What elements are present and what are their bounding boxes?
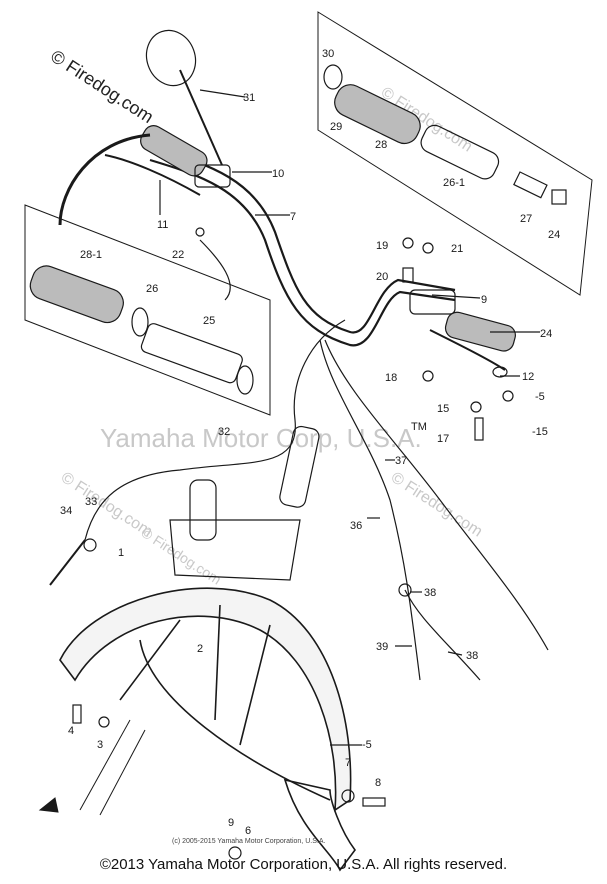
callout-26: 25 — [203, 315, 215, 327]
bolt-4 — [72, 704, 82, 724]
callout-24b: 24 — [540, 328, 552, 340]
clutch-cable-top — [58, 133, 151, 226]
callout-minus-5: -5 — [362, 739, 372, 751]
clamp-39 — [398, 583, 412, 597]
callout-29: 29 — [330, 121, 342, 133]
watermark-repeat-2: © Firedog.com — [58, 469, 155, 541]
bolt-17 — [474, 417, 484, 441]
callout-20: 18 — [385, 372, 397, 384]
callout-19: 20 — [376, 271, 388, 283]
copyright-text: ©2013 Yamaha Motor Corporation, U.S.A. A… — [99, 856, 508, 873]
small-copyright: (c) 2005-2015 Yamaha Motor Corporation, … — [172, 838, 325, 845]
callout-7: 7 — [345, 757, 351, 769]
watermark-repeat-3: © Firedog.com — [388, 469, 485, 541]
bolt-8 — [362, 797, 386, 807]
part-20 — [422, 370, 434, 382]
mirror-stem — [179, 69, 223, 166]
callout-labels: 31 10 7 11 22 28-1 26 25 30 29 28 26-1 2… — [60, 48, 560, 837]
callout-tm: TM — [411, 421, 427, 433]
front-fork — [79, 425, 320, 816]
callout-31: 31 — [243, 92, 255, 104]
callout-8: 8 — [375, 777, 381, 789]
callout-2: 2 — [197, 643, 203, 655]
nut-9 — [228, 846, 242, 860]
callout-6: 6 — [245, 825, 251, 837]
handlebar — [149, 158, 456, 347]
callout-1: 1 — [118, 547, 124, 559]
part-19 — [402, 267, 414, 283]
front-direction-marker — [38, 797, 59, 813]
cable-38 — [404, 589, 481, 681]
cable-36 — [324, 339, 549, 651]
left-grip — [29, 265, 254, 395]
callout-28: 28 — [375, 139, 387, 151]
front-fender — [59, 587, 356, 872]
adjuster-33 — [83, 538, 97, 552]
callout-27: 26 — [146, 283, 158, 295]
callout-32: 32 — [218, 426, 230, 438]
callout-24: 24 — [548, 229, 560, 241]
callout-38: 38 — [466, 650, 478, 662]
center-watermark: Yamaha Motor Corp, U.S.A. — [100, 423, 422, 453]
callout-minus-15: -15 — [532, 426, 548, 438]
callout-13: 10 — [272, 168, 284, 180]
callout-25: 27 — [520, 213, 532, 225]
callout-36: 37 — [395, 455, 407, 467]
callout-minus-5-right: -5 — [535, 391, 545, 403]
washer-6 — [341, 789, 355, 803]
cable-32 — [84, 319, 346, 541]
callout-3: 3 — [97, 739, 103, 751]
watermark-repeat-4: © Firedog.com — [138, 524, 224, 588]
callout-26-1: 26-1 — [443, 177, 465, 189]
callout-21: 21 — [451, 243, 463, 255]
callout-17: 17 — [437, 433, 449, 445]
callout-4: 4 — [68, 725, 74, 737]
right-lever — [409, 289, 516, 378]
washer-3 — [98, 716, 110, 728]
callout-14: 11 — [157, 219, 168, 231]
bolt-18 — [402, 237, 414, 249]
cable-35 — [319, 339, 421, 681]
callout-15: 15 — [437, 403, 449, 415]
callout-34: 34 — [60, 505, 72, 517]
left-grip-panel — [24, 204, 271, 416]
callout-22: 22 — [172, 249, 184, 261]
callout-39: 38 — [424, 587, 436, 599]
right-grip-panel — [317, 11, 593, 296]
callout-37: 39 — [376, 641, 388, 653]
callout-18: 19 — [376, 240, 388, 252]
callout-12: 12 — [522, 371, 534, 383]
left-lever — [104, 125, 231, 196]
callout-30: 30 — [322, 48, 334, 60]
callout-10: 7 — [290, 211, 296, 223]
mirror-head — [145, 29, 197, 87]
callout-11: 9 — [481, 294, 487, 306]
bolt-21 — [422, 242, 434, 254]
callout-33: 33 — [85, 496, 97, 508]
cable-34-end — [49, 539, 86, 586]
callout-9: 9 — [228, 817, 234, 829]
part-15 — [470, 401, 482, 413]
bolt-22 — [195, 227, 205, 237]
right-grip — [323, 64, 567, 205]
callout-28-1: 28-1 — [80, 249, 102, 261]
part-5-right — [502, 390, 514, 402]
callout-35: 36 — [350, 520, 362, 532]
